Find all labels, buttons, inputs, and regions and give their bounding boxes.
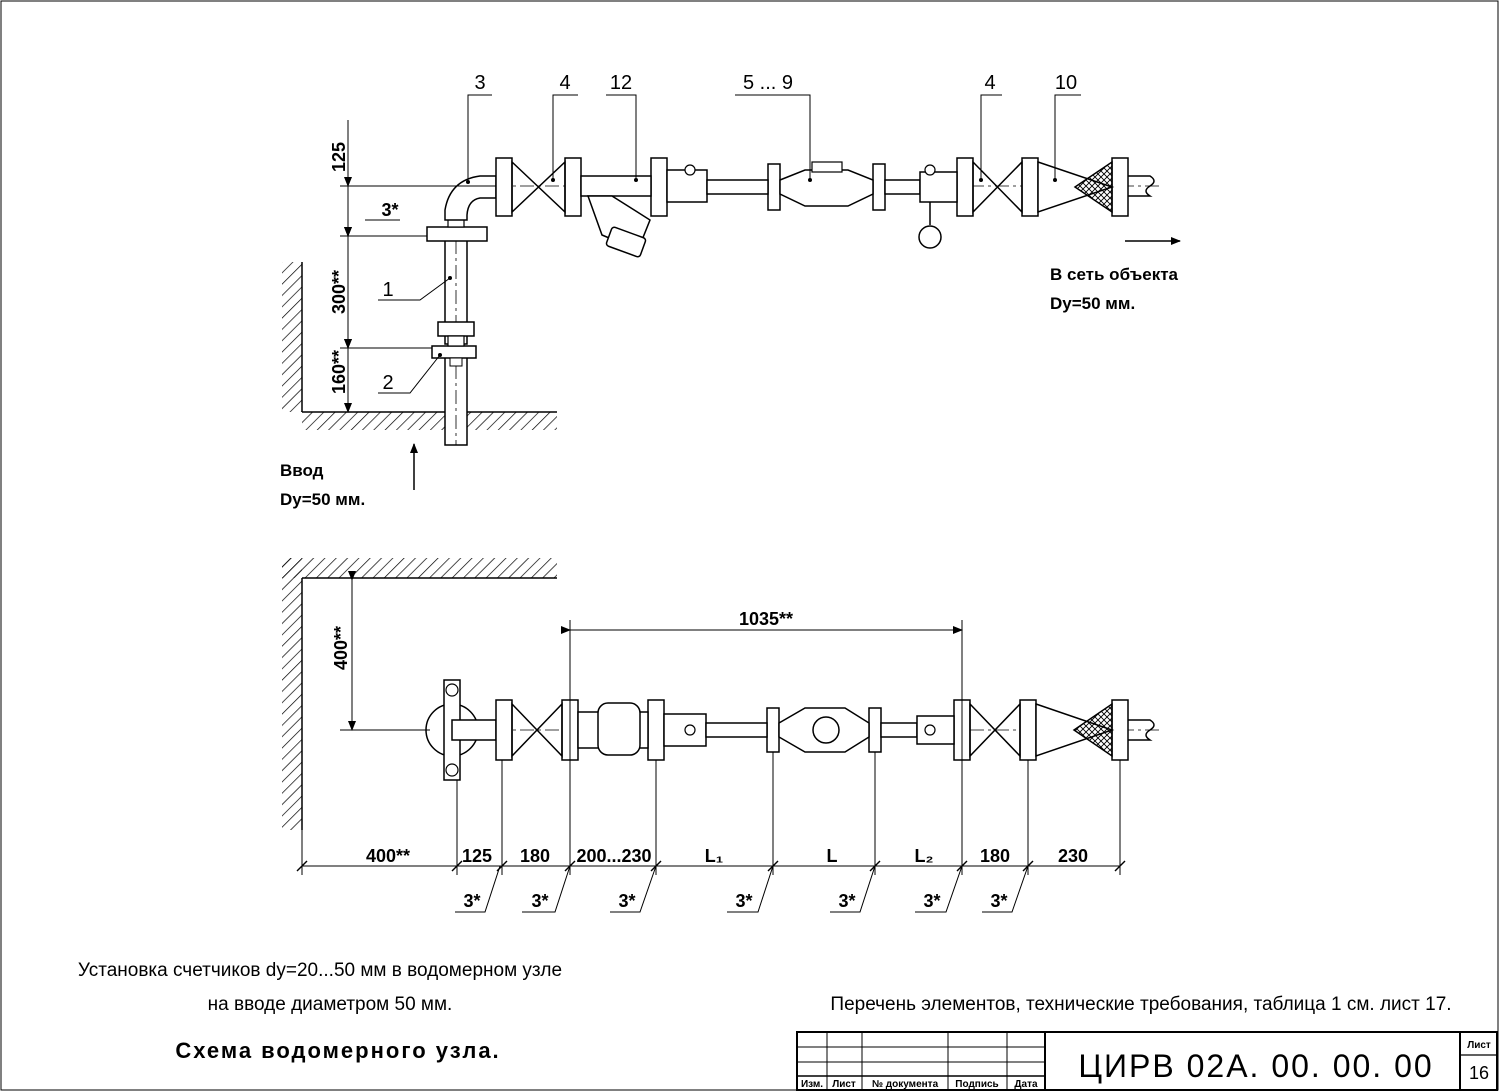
plan-view: 400** 1035**	[282, 558, 1160, 913]
callout-leaders	[378, 94, 1081, 394]
gate-valve-1	[511, 160, 566, 214]
sheet-number: 16	[1469, 1063, 1489, 1083]
dim-300-vertical: 300**	[329, 270, 349, 314]
chain-dimension-lines	[296, 752, 1126, 875]
tb-col-sign: Подпись	[955, 1079, 998, 1090]
callout-10: 10	[1055, 72, 1077, 94]
callout-1: 1	[382, 279, 393, 301]
reference-note: Перечень элементов, технические требован…	[830, 994, 1451, 1015]
dim-400-vertical: 400**	[331, 626, 351, 670]
plan-outlet-pipe	[1128, 719, 1155, 741]
riser-pipe	[426, 214, 488, 446]
plan-gate-valve-1	[511, 702, 563, 758]
tb-col-doc: № документа	[872, 1079, 939, 1090]
outlet-diameter: Dy=50 мм.	[1050, 294, 1135, 313]
gap-mark-2: 3*	[531, 891, 548, 911]
gap-mark-1: 3*	[463, 891, 480, 911]
inlet-diameter: Dy=50 мм.	[280, 490, 365, 509]
callout-12: 12	[610, 72, 632, 94]
wall-hatch	[282, 262, 557, 430]
chain-dim-l1: L₁	[705, 846, 723, 866]
tb-col-list: Лист	[832, 1079, 856, 1090]
chain-dim-400: 400**	[366, 846, 410, 866]
water-meter	[779, 169, 874, 207]
plan-wall-hatch	[282, 558, 557, 830]
install-caption-line2: на вводе диаметром 50 мм.	[208, 994, 453, 1015]
callout-4a: 4	[559, 72, 570, 94]
gap-mark-5: 3*	[838, 891, 855, 911]
callout-2: 2	[382, 372, 393, 394]
manometer-icon	[918, 225, 942, 249]
gap-mark-4: 3*	[735, 891, 752, 911]
plan-gate-valve-2	[969, 702, 1021, 758]
outlet-pipe	[1128, 175, 1155, 197]
gap-mark-7: 3*	[990, 891, 1007, 911]
callout-5-9: 5 ... 9	[743, 72, 793, 94]
install-caption-line1: Установка счетчиков dy=20...50 мм в водо…	[78, 960, 562, 981]
inlet-label: Ввод	[280, 461, 324, 480]
plan-mesh-filter	[1072, 702, 1113, 758]
scheme-title: Схема водомерного узла.	[175, 1038, 500, 1063]
main-pipeline	[345, 157, 1160, 258]
gap-mark-leaders	[455, 865, 1029, 913]
chain-dim-230: 230	[1058, 846, 1088, 866]
vertical-dimensions	[340, 120, 496, 413]
gate-valve-2	[972, 160, 1023, 214]
tb-col-date: Дата	[1014, 1079, 1038, 1090]
elevation-view: 3 4 12 5 ... 9 4 10 1 2 125 3* 300** 160…	[280, 72, 1181, 509]
gap-marks: 3* 3* 3* 3* 3* 3* 3*	[463, 891, 1007, 911]
chain-dim-l: L	[827, 846, 838, 866]
chain-dim-180b: 180	[980, 846, 1010, 866]
gap-mark-6: 3*	[923, 891, 940, 911]
chain-dim-180a: 180	[520, 846, 550, 866]
dim-160-vertical: 160**	[329, 350, 349, 394]
gap-mark-3: 3*	[618, 891, 635, 911]
chain-dim-l2: L₂	[915, 846, 934, 866]
document-designation: ЦИРВ 02А. 00. 00. 00	[1078, 1048, 1433, 1084]
plan-riser	[425, 679, 497, 781]
callout-4b: 4	[984, 72, 995, 94]
dim-3star-top: 3*	[381, 200, 398, 220]
elbow-pipe	[444, 175, 497, 221]
chain-dim-200-230: 200...230	[576, 846, 651, 866]
outlet-label: В сеть объекта	[1050, 265, 1179, 284]
tb-col-izm: Изм.	[801, 1079, 823, 1090]
title-block	[796, 1031, 1498, 1091]
plan-vertical-dimension	[340, 571, 430, 731]
tb-sheet-label: Лист	[1467, 1040, 1491, 1051]
mesh-filter	[1073, 160, 1113, 214]
chain-dimension-values: 400** 125 180 200...230 L₁ L L₂ 180 230	[366, 846, 1088, 866]
dim-125-vertical: 125	[329, 142, 349, 172]
overall-dimension	[561, 620, 963, 875]
callout-3: 3	[474, 72, 485, 94]
dim-1035: 1035**	[739, 609, 793, 629]
chain-dim-125: 125	[462, 846, 492, 866]
